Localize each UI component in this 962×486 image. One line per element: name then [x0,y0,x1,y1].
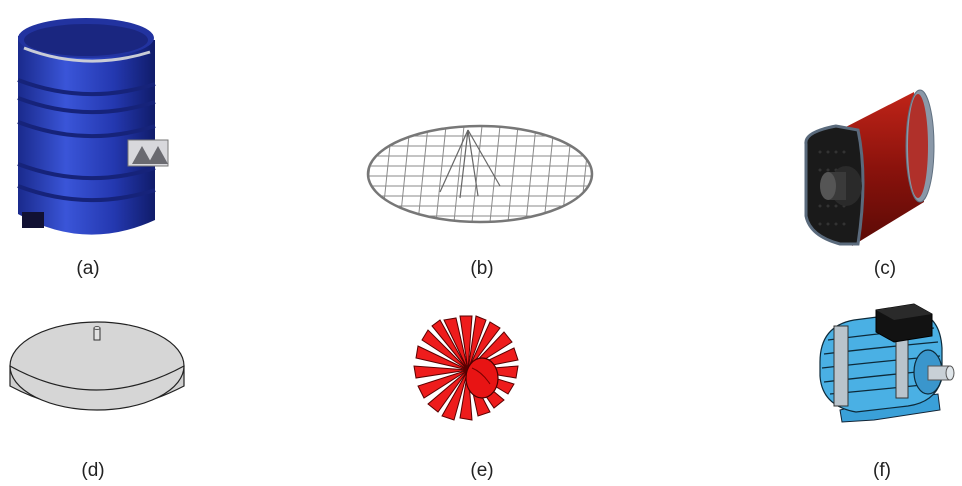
panel-c-drum [796,86,956,256]
lid-illustration [9,321,185,411]
caption-b: (b) [470,258,494,279]
caption-d: (d) [81,460,105,481]
caption-a: (a) [76,258,100,279]
panel-b-mesh [360,122,600,232]
caption-f: (f) [873,460,891,481]
tank-illustration [17,18,169,235]
panel-e-impeller [410,312,530,430]
panel-a-tank [10,14,170,254]
motor-illustration [819,303,955,423]
impeller-illustration [413,315,519,421]
caption-c: (c) [873,258,897,279]
panel-d-lid [8,318,186,424]
caption-e: (e) [470,460,494,481]
drum-illustration [804,89,935,246]
panel-f-motor [814,298,960,434]
mesh-illustration [366,124,594,224]
